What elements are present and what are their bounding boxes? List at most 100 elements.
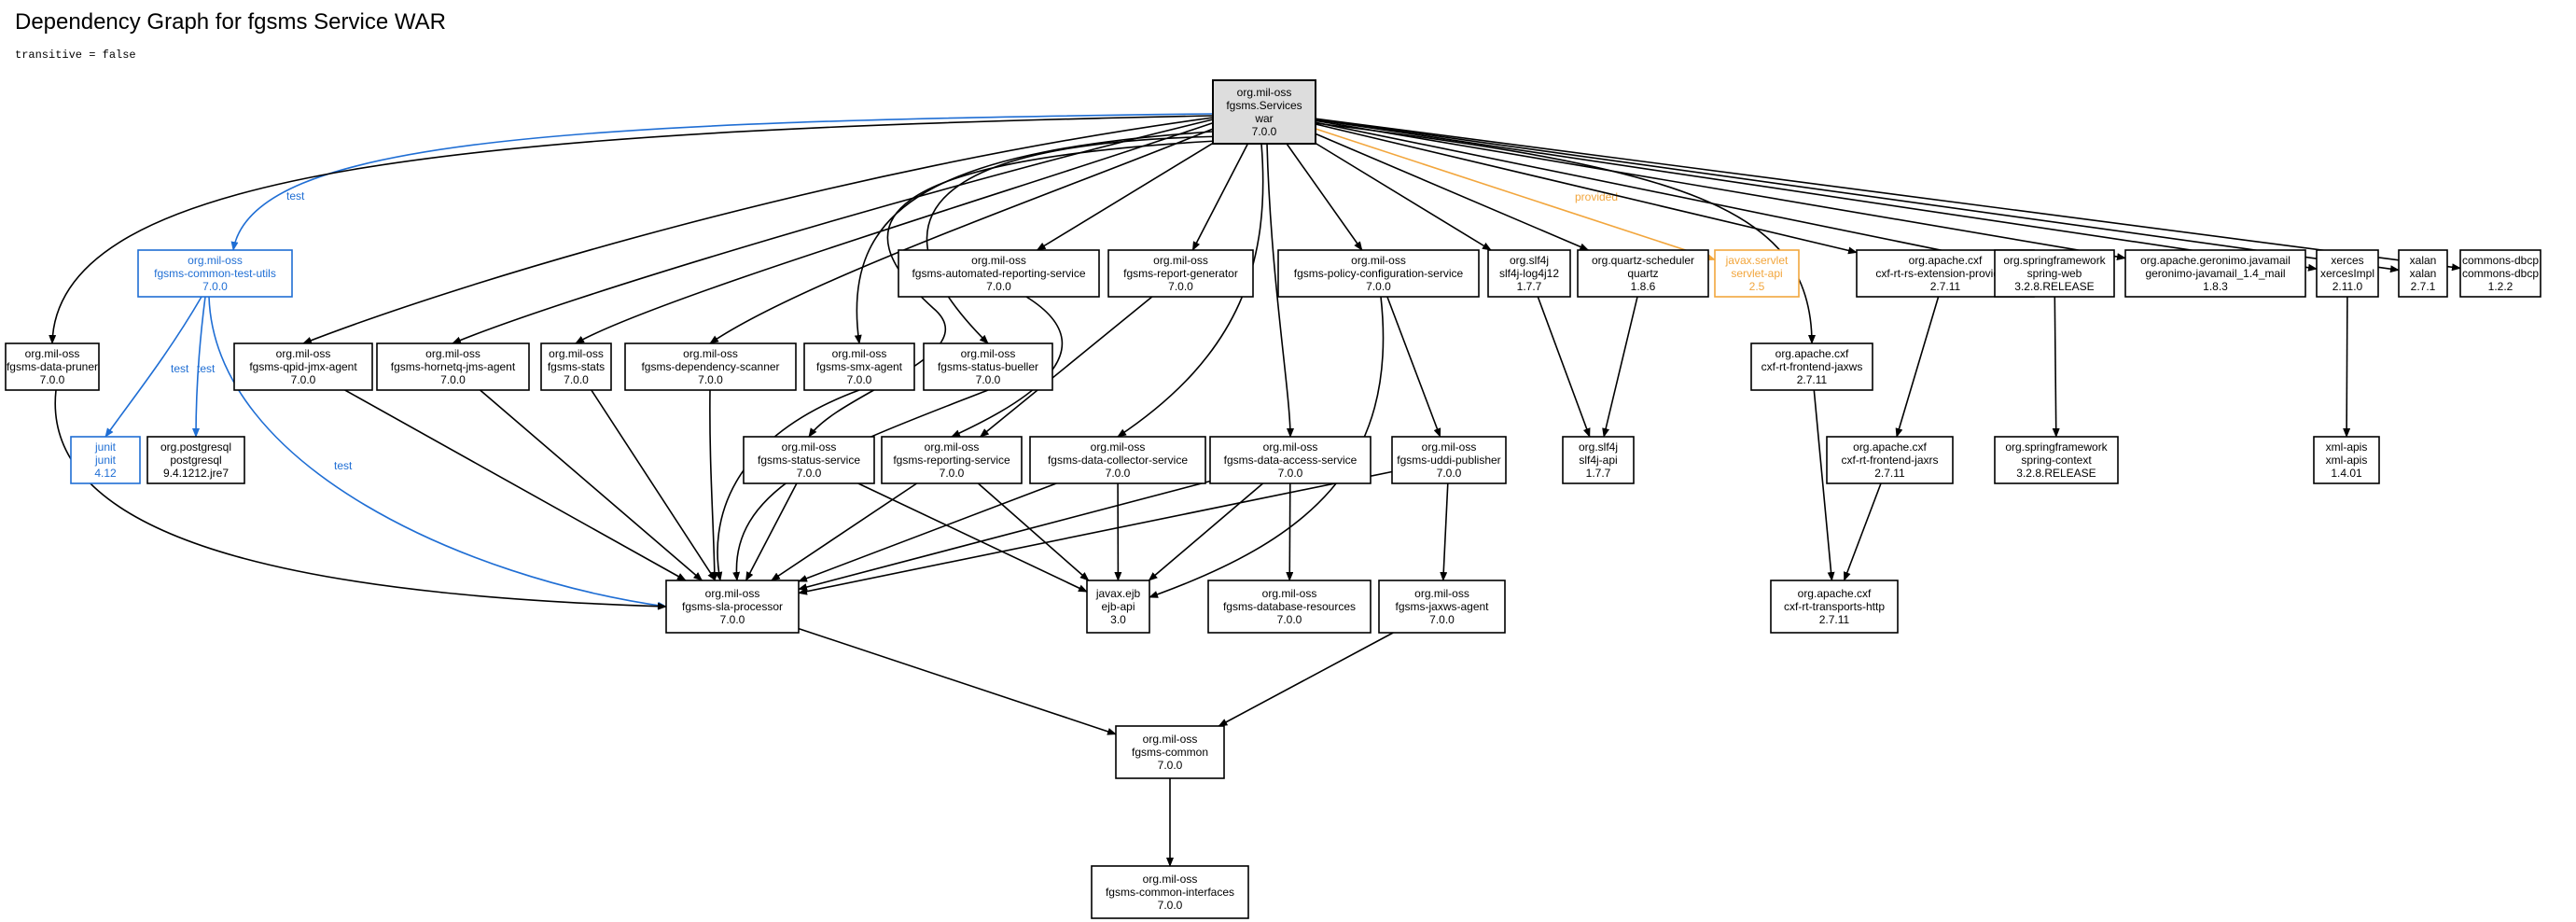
node-label-line: xml-apis <box>2326 440 2368 454</box>
node-label-line: fgsms-common <box>1132 746 1208 759</box>
node-label-line: 2.7.11 <box>1874 467 1905 480</box>
edge-root-to-commons-dbcp <box>1315 118 2461 272</box>
node-box <box>881 436 1023 484</box>
edge-root-to-automated-reporting <box>1036 142 1214 251</box>
edge-data-pruner-to-sla-processor <box>54 389 667 610</box>
node-label-line: 3.2.8.RELEASE <box>2014 280 2094 293</box>
node-policy-config: org.mil-ossfgsms-policy-configuration-se… <box>1277 249 1480 298</box>
node-label-line: postgresql <box>170 454 221 467</box>
node-label-line: fgsms-data-collector-service <box>1048 454 1188 467</box>
edge-spring-web-to-spring-context <box>2052 296 2060 438</box>
node-label-line: cxf-rt-frontend-jaxrs <box>1841 454 1938 467</box>
node-label-line: spring-context <box>2021 454 2092 467</box>
node-label-line: fgsms-jaxws-agent <box>1395 600 1489 613</box>
node-label-line: war <box>1254 112 1273 125</box>
node-label-line: fgsms-data-access-service <box>1224 454 1358 467</box>
node-box <box>2459 249 2541 298</box>
node-label-line: javax.servlet <box>1725 254 1789 267</box>
node-box <box>1091 865 1249 919</box>
node-label-line: 7.0.0 <box>1158 759 1183 772</box>
edge-report-generator-to-reporting-service <box>979 296 1153 438</box>
node-label-line: 7.0.0 <box>940 467 965 480</box>
node-label-line: 7.0.0 <box>720 613 745 626</box>
node-label-line: org.mil-oss <box>549 347 604 360</box>
node-box <box>898 249 1100 298</box>
node-box <box>803 342 915 391</box>
node-label-line: fgsms-dependency-scanner <box>641 360 779 373</box>
node-box <box>1391 436 1507 484</box>
edge-root-to-quartz <box>1315 133 1590 251</box>
node-label-line: org.mil-oss <box>1351 254 1406 267</box>
node-box <box>1487 249 1571 298</box>
node-label-line: 1.4.01 <box>2331 467 2362 480</box>
node-label-line: org.mil-oss <box>925 440 980 454</box>
node-label-line: spring-web <box>2027 267 2082 280</box>
node-label-line: xerces <box>2331 254 2363 267</box>
node-label-line: cxf-rt-transports-http <box>1784 600 1885 613</box>
node-label-line: 7.0.0 <box>40 373 65 386</box>
edge-uddi-publisher-to-sla-processor <box>798 470 1393 595</box>
edge-policy-config-to-ejb-api <box>1149 296 1385 598</box>
edge-hornetq-jms-agent-to-sla-processor <box>480 389 703 581</box>
node-label-line: 7.0.0 <box>202 280 228 293</box>
node-label-line: servlet-api <box>1731 267 1782 280</box>
node-label-line: 7.0.0 <box>291 373 316 386</box>
edge-root-to-dependency-scanner <box>709 124 1223 344</box>
node-label-line: fgsms.Services <box>1226 99 1302 112</box>
edge-data-access-to-database-resources <box>1286 482 1294 581</box>
edge-root-to-report-generator <box>1191 143 1249 251</box>
node-label-line: org.quartz-scheduler <box>1592 254 1694 267</box>
node-label-line: cxf-rt-rs-extension-providers <box>1875 267 2014 280</box>
node-box <box>1086 580 1150 634</box>
node-label-line: org.mil-oss <box>832 347 887 360</box>
edge-jaxws-agent-to-common <box>1218 632 1394 727</box>
node-box <box>1277 249 1480 298</box>
node-label-line: 7.0.0 <box>847 373 872 386</box>
node-label-line: 7.0.0 <box>797 467 822 480</box>
node-box <box>233 342 373 391</box>
node-label-line: fgsms-status-service <box>758 454 860 467</box>
node-box <box>1029 436 1206 484</box>
edge-cxf-frontend-jaxrs-to-cxf-transports-http <box>1843 482 1882 581</box>
node-label-line: 1.7.7 <box>1517 280 1542 293</box>
node-box <box>376 342 530 391</box>
node-label-line: org.mil-oss <box>1263 440 1318 454</box>
node-label-line: javax.ejb <box>1095 587 1141 600</box>
edge-root-to-data-access <box>1266 143 1294 438</box>
node-box <box>137 249 293 298</box>
node-box <box>1994 249 2115 298</box>
node-label-line: 2.7.11 <box>1797 373 1828 386</box>
node-label-line: ejb-api <box>1101 600 1135 613</box>
node-box <box>1714 249 1800 298</box>
node-label-line: xalan <box>2410 254 2437 267</box>
node-label-line: 7.0.0 <box>564 373 589 386</box>
node-label-line: org.mil-oss <box>1422 440 1477 454</box>
node-box <box>1994 436 2119 484</box>
node-label-line: org.mil-oss <box>971 254 1026 267</box>
node-label-line: fgsms-common-test-utils <box>154 267 276 280</box>
node-label-line: 1.8.3 <box>2203 280 2228 293</box>
edge-common-test-utils-to-sla-processor <box>208 296 667 609</box>
edge-root-to-smx-agent <box>854 130 1228 344</box>
edge-root-to-xercesimpl <box>1315 119 2318 272</box>
edge-policy-config-to-uddi-publisher <box>1386 296 1441 438</box>
edge-uddi-publisher-to-jaxws-agent <box>1440 482 1449 581</box>
node-label-line: org.springframework <box>2003 254 2106 267</box>
node-label-line: fgsms-uddi-publisher <box>1397 454 1500 467</box>
edge-cxf-rs-ext-to-cxf-frontend-jaxrs <box>1895 296 1940 438</box>
node-box <box>1562 436 1635 484</box>
edge-root-to-policy-config <box>1286 143 1363 251</box>
node-label-line: org.springframework <box>2005 440 2108 454</box>
node-label-line: org.mil-oss <box>1143 733 1198 746</box>
